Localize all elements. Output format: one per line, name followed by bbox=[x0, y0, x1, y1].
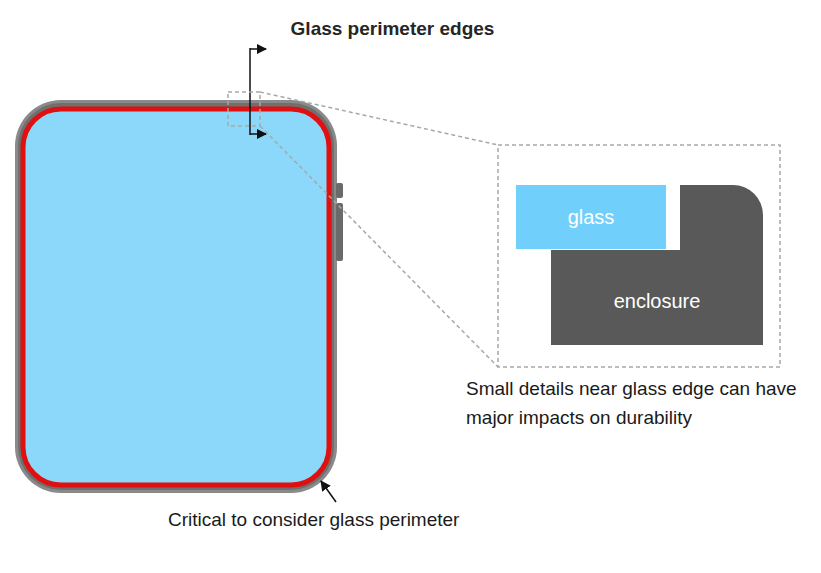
crown-button bbox=[336, 183, 343, 198]
diagram-title: Glass perimeter edges bbox=[0, 18, 785, 40]
enclosure-part: enclosure bbox=[551, 185, 763, 345]
enclosure-outline bbox=[551, 185, 763, 345]
glass-perimeter bbox=[23, 109, 329, 485]
glass-part: glass bbox=[516, 185, 666, 249]
pointer-arrow bbox=[321, 481, 336, 502]
perimeter-note: Critical to consider glass perimeter bbox=[168, 506, 588, 535]
detail-marker bbox=[228, 92, 260, 126]
detail-caption: Small details near glass edge can have m… bbox=[466, 375, 811, 432]
watch-enclosure bbox=[15, 100, 337, 493]
section-arrow bbox=[250, 48, 266, 50]
detail-leader bbox=[260, 126, 498, 367]
detail-leader bbox=[260, 92, 498, 145]
part-label: enclosure bbox=[614, 290, 701, 313]
section-arrow bbox=[250, 133, 266, 135]
enclosure-rim bbox=[18, 103, 334, 490]
detail-frame bbox=[498, 145, 780, 367]
enclosure-shape bbox=[551, 185, 763, 345]
part-label: glass bbox=[568, 206, 615, 229]
side-button bbox=[336, 203, 343, 261]
